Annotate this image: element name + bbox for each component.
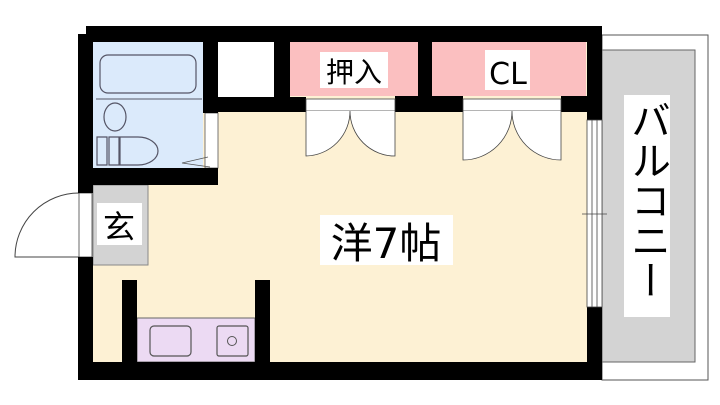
walls [78, 26, 602, 380]
entrance-label: 玄 [103, 208, 135, 246]
stove-icon [216, 325, 249, 357]
kitchen-sink-icon [149, 325, 192, 357]
balcony-label: バルコニー [624, 100, 670, 300]
bathtub-icon [99, 54, 197, 94]
entrance-door[interactable] [78, 192, 93, 258]
bath-door[interactable] [204, 112, 219, 169]
balcony-window[interactable] [582, 119, 607, 308]
entrance-door-swing [14, 192, 80, 258]
main-room-label: 洋7帖 [331, 219, 442, 268]
toilet-icon [96, 136, 159, 166]
sink-icon [103, 102, 127, 132]
bathroom-area [93, 42, 203, 168]
storage-white [218, 42, 274, 97]
closet-label: CL [489, 57, 527, 92]
balcony-label-bg [624, 95, 670, 317]
oshiire-door[interactable] [305, 98, 396, 157]
closet-door[interactable] [462, 98, 562, 161]
oshiire-label: 押入 [326, 56, 382, 89]
